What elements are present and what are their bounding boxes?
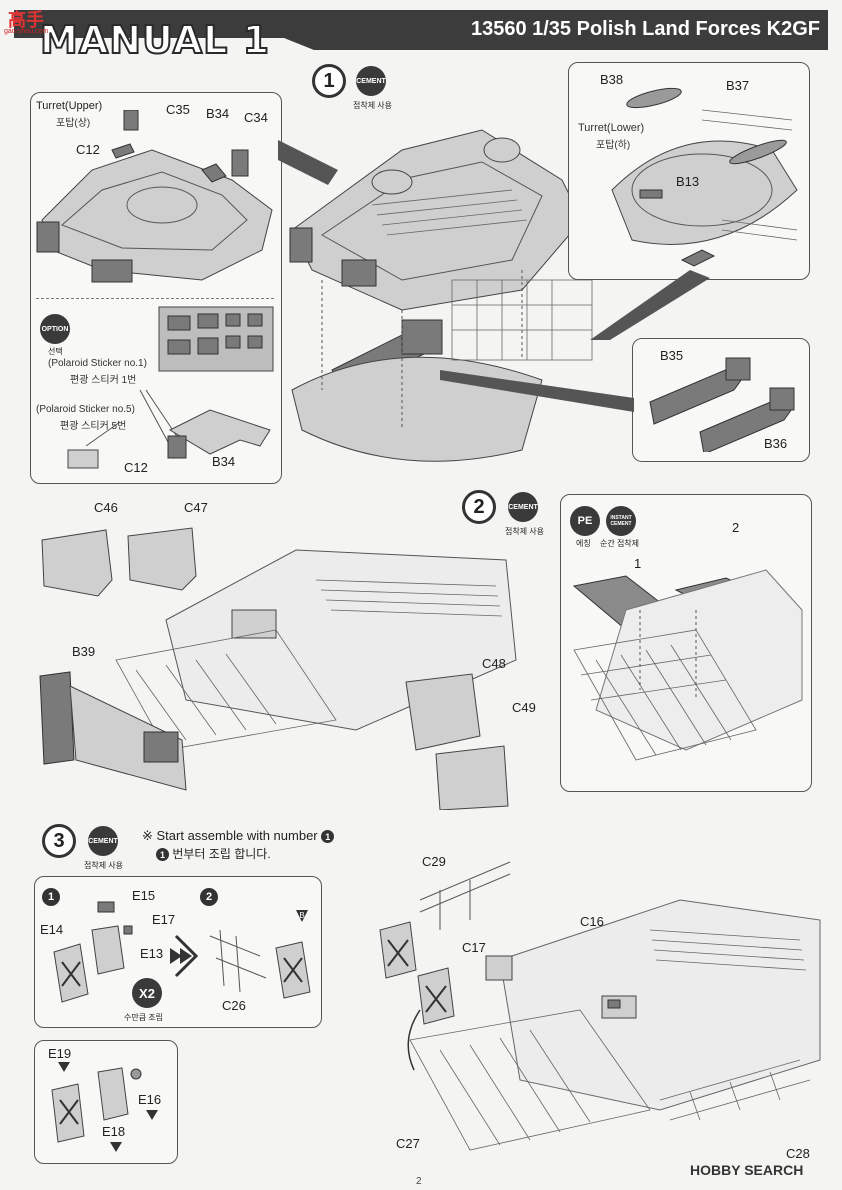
substep-1: 1 <box>42 888 60 906</box>
x2-badge: X2 <box>132 978 162 1008</box>
pe-caption: 에칭 <box>576 539 591 548</box>
pe-part-1: 1 <box>634 556 642 571</box>
label-turret-upper-kr: 포탑(상) <box>56 118 91 129</box>
e19-marker <box>58 1062 70 1072</box>
step3-note: ※ Start assemble with number 1 <box>142 828 335 844</box>
part-e13: E13 <box>140 946 164 961</box>
hull-rear-drawing <box>39 527 517 810</box>
step3-note-en: ※ Start assemble with number <box>142 828 318 843</box>
part-e18: E18 <box>102 1124 126 1139</box>
watermark-logo: 高手 gao-shou.com <box>2 6 72 36</box>
step1-divider <box>36 298 274 299</box>
hull-side-drawing <box>379 861 821 1151</box>
part-c47: C47 <box>184 500 208 515</box>
callout-wedge-3 <box>440 370 634 412</box>
step3-note-kr: 번부터 조립 합니다. <box>172 847 271 861</box>
part-c34: C34 <box>244 110 268 125</box>
option-badge: OPTION <box>40 314 70 344</box>
jerrycan-alt-drawing <box>51 1067 142 1143</box>
label-sticker1: (Polaroid Sticker no.1) <box>48 358 147 369</box>
cement-badge-3: CEMENT <box>88 826 118 856</box>
instant-cement-caption: 순간 접착제 <box>600 539 640 548</box>
part-c28: C28 <box>786 1146 810 1161</box>
option-parts-drawing <box>67 389 271 469</box>
part-b39: B39 <box>72 644 96 659</box>
part-b35: B35 <box>660 348 684 363</box>
step3-note-kr-line: 1 번부터 조립 합니다. <box>156 845 271 862</box>
label-sticker5: (Polaroid Sticker no.5) <box>36 404 135 415</box>
e16-marker <box>146 1110 158 1120</box>
pe-part-2: 2 <box>732 520 740 535</box>
part-c49: C49 <box>512 700 536 715</box>
e18-marker <box>110 1142 122 1152</box>
watermark-text: 高手 <box>8 10 44 30</box>
page-number: 2 <box>416 1176 422 1187</box>
part-b38: B38 <box>600 72 624 87</box>
label-turret-upper: Turret(Upper) <box>36 100 103 112</box>
option-caption: 선택 <box>48 347 63 356</box>
pe-badge: PE <box>570 506 600 536</box>
part-c26: C26 <box>222 998 246 1013</box>
jerrycan-drawing <box>53 901 311 1003</box>
instant-cement-badge: INSTANT CEMENT <box>606 506 636 536</box>
label-turret-lower: Turret(Lower) <box>578 122 645 134</box>
hobby-search-text: HOBBY SEARCH <box>690 1162 804 1178</box>
part-c35: C35 <box>166 102 190 117</box>
part-e14: E14 <box>40 922 64 937</box>
pe-mesh-drawing <box>572 569 803 761</box>
hobby-search-logo: HOBBY SEARCH <box>690 1162 803 1178</box>
part-b34-option: B34 <box>212 454 236 469</box>
step3-jerrycan-box <box>34 876 322 1028</box>
step3-note-num-2: 1 <box>156 848 169 862</box>
watermark-sub: gao-shou.com <box>4 28 49 35</box>
x2-caption: 수만큼 조립 <box>124 1013 164 1022</box>
step1-number: 1 <box>312 64 346 98</box>
manual-title: MANUAL 1 <box>39 17 271 63</box>
turret-upper-drawing <box>36 110 273 283</box>
part-c27: C27 <box>396 1136 420 1151</box>
product-title: 13560 1/35 Polish Land Forces K2GF <box>470 18 820 40</box>
sticker-sheet-drawing <box>158 306 274 372</box>
part-c46: C46 <box>94 500 118 515</box>
cement-caption-3: 접착제 사용 <box>84 861 124 870</box>
part-c12-option: C12 <box>124 460 148 475</box>
part-c12: C12 <box>76 142 100 157</box>
step3-note-num-1: 1 <box>321 830 335 844</box>
cement-badge-2: CEMENT <box>508 492 538 522</box>
part-c16: C16 <box>580 914 604 929</box>
part-b34: B34 <box>206 106 230 121</box>
cement-caption-2: 접착제 사용 <box>505 527 545 536</box>
part-e16: E16 <box>138 1092 162 1107</box>
gun-parts-drawing <box>649 357 795 452</box>
step2-number: 2 <box>462 490 496 524</box>
label-sticker5-kr: 편광 스티커 5번 <box>60 421 127 432</box>
part-c48: C48 <box>482 656 506 671</box>
callout-wedge-2 <box>590 270 710 340</box>
part-c29: C29 <box>422 854 446 869</box>
part-c17: C17 <box>462 940 486 955</box>
part-e19: E19 <box>48 1046 72 1061</box>
substep-2: 2 <box>200 888 218 906</box>
label-sticker1-kr: 편광 스티커 1번 <box>70 375 137 386</box>
turret-lower-drawing <box>611 87 798 267</box>
part-e17: E17 <box>152 912 176 927</box>
part-e15: E15 <box>132 888 156 903</box>
label-turret-lower-kr: 포탑(하) <box>596 140 631 151</box>
part-b37: B37 <box>726 78 750 93</box>
cement-caption-1: 접착제 사용 <box>353 101 393 110</box>
step3-number: 3 <box>42 824 76 858</box>
cement-badge-1: CEMENT <box>356 66 386 96</box>
part-b36: B36 <box>764 436 788 451</box>
callout-wedge-1 <box>278 140 338 185</box>
part-b13: B13 <box>676 174 700 189</box>
